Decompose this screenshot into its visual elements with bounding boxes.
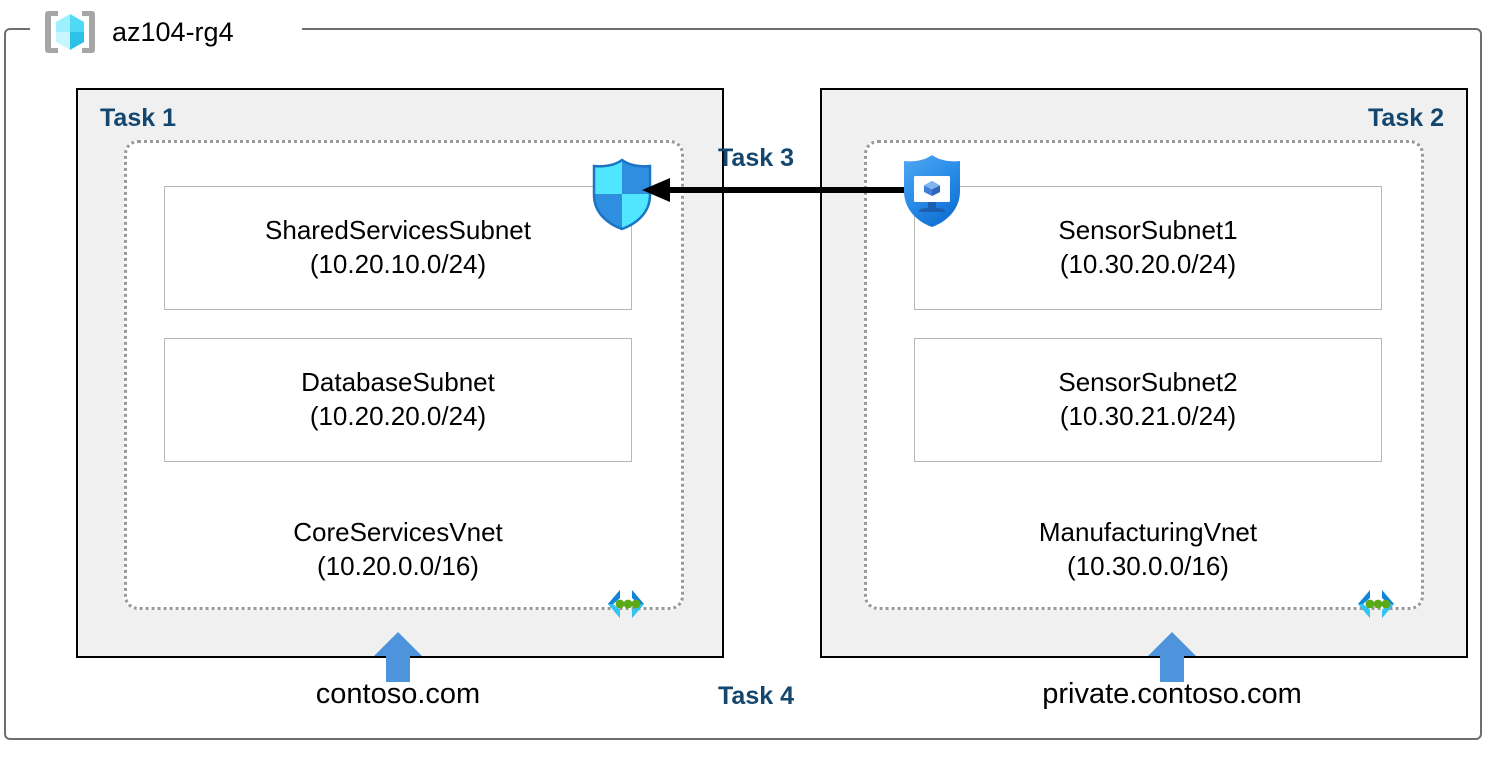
bastion-shield-monitor-icon[interactable] xyxy=(897,152,967,230)
peering-arrow-left-icon xyxy=(642,178,908,202)
network-security-group-shield-icon[interactable] xyxy=(586,157,658,231)
shared-services-subnet-cidr: (10.20.10.0/24) xyxy=(309,249,487,279)
task-3-backdrop xyxy=(726,88,818,176)
task-4-label: Task 4 xyxy=(718,682,794,710)
core-services-vnet-caption: CoreServicesVnet (10.20.0.0/16) xyxy=(164,516,632,584)
core-services-vnet-name: CoreServicesVnet xyxy=(293,517,503,547)
contoso-dns-zone-label: contoso.com xyxy=(315,678,481,710)
resource-group-cube-icon xyxy=(45,11,95,53)
manufacturing-vnet-name: ManufacturingVnet xyxy=(1038,517,1258,547)
virtual-network-icon xyxy=(1358,590,1394,618)
database-subnet-name: DatabaseSubnet xyxy=(301,367,495,398)
sensor-subnet-2-box[interactable]: SensorSubnet2 (10.30.21.0/24) xyxy=(914,338,1382,462)
shared-services-subnet-name: SharedServicesSubnet xyxy=(265,215,531,246)
sensor-subnet-1-box[interactable]: SensorSubnet1 (10.30.20.0/24) xyxy=(914,186,1382,310)
sensor-subnet-2-name: SensorSubnet2 xyxy=(1058,367,1238,398)
resource-group-name: az104-rg4 xyxy=(112,16,234,47)
core-services-vnet-cidr: (10.20.0.0/16) xyxy=(317,550,479,581)
task-3-label: Task 3 xyxy=(718,144,794,172)
task-2-label: Task 2 xyxy=(1368,104,1444,132)
private-contoso-dns-zone-label: private.contoso.com xyxy=(1042,678,1302,710)
dns-zone-link-arrow-up-icon xyxy=(374,632,422,682)
database-subnet-box[interactable]: DatabaseSubnet (10.20.20.0/24) xyxy=(164,338,632,462)
sensor-subnet-1-name: SensorSubnet1 xyxy=(1058,215,1238,246)
resource-group-boundary xyxy=(4,28,1482,740)
manufacturing-vnet-cidr: (10.30.0.0/16) xyxy=(1067,550,1229,581)
manufacturing-vnet-caption: ManufacturingVnet (10.30.0.0/16) xyxy=(914,516,1382,584)
database-subnet-cidr: (10.20.20.0/24) xyxy=(309,401,487,431)
sensor-subnet-2-cidr: (10.30.21.0/24) xyxy=(1059,401,1237,431)
resource-group-label: az104-rg4 xyxy=(42,8,234,56)
sensor-subnet-1-cidr: (10.30.20.0/24) xyxy=(1059,249,1237,279)
shared-services-subnet-box[interactable]: SharedServicesSubnet (10.20.10.0/24) xyxy=(164,186,632,310)
dns-zone-link-arrow-up-icon xyxy=(1148,632,1196,682)
task-1-label: Task 1 xyxy=(100,104,176,132)
virtual-network-icon xyxy=(608,590,644,618)
